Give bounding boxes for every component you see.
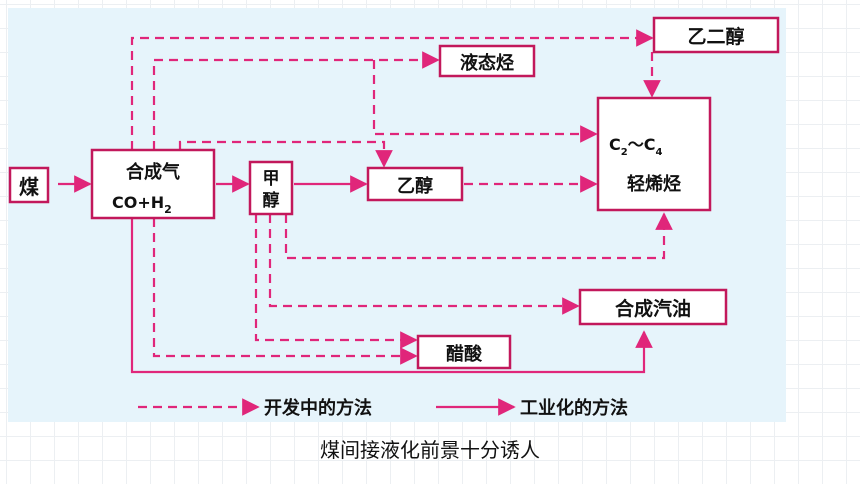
- svg-text:醇: 醇: [263, 190, 280, 211]
- node-ethanol: 乙醇: [366, 166, 464, 202]
- flow-syngas-to-ethylene-glycol: [130, 29, 654, 150]
- node-acetic-acid: 醋酸: [416, 334, 512, 370]
- svg-text:煤: 煤: [19, 175, 39, 199]
- slide-caption: 煤间接液化前景十分诱人: [320, 438, 540, 462]
- svg-text:轻烯烃: 轻烯烃: [627, 173, 681, 195]
- node-methanol: 甲 醇: [248, 160, 294, 216]
- svg-text:甲: 甲: [263, 169, 280, 189]
- flow-syngas-to-acetic-acid: [152, 218, 418, 365]
- syngas-formula: CO+H2: [112, 193, 172, 216]
- legend-dashed-label: 开发中的方法: [264, 397, 372, 419]
- node-coal: 煤: [8, 166, 50, 204]
- olefin-carbon-range: C2～C4: [609, 135, 662, 158]
- flow-syngas-to-liquid-hydrocarbon: [152, 51, 440, 150]
- node-ethylene-glycol: 乙二醇: [652, 16, 780, 54]
- legend-solid-label: 工业化的方法: [520, 397, 628, 419]
- node-light-olefin: C2～C4 轻烯烃: [596, 96, 712, 212]
- node-syngas: 合成气 CO+H2: [90, 148, 216, 220]
- node-synthetic-gasoline: 合成汽油: [578, 288, 728, 326]
- svg-text:醋酸: 醋酸: [446, 343, 483, 365]
- svg-text:乙二醇: 乙二醇: [687, 25, 744, 48]
- flow-syngas-to-gasoline: [130, 218, 653, 374]
- flow-methanol-to-olefin: [284, 212, 673, 260]
- svg-text:乙醇: 乙醇: [397, 175, 433, 197]
- flow-syngas-to-ethanol: [178, 140, 393, 168]
- svg-text:合成气: 合成气: [126, 161, 180, 183]
- svg-text:液态烃: 液态烃: [460, 52, 514, 74]
- flow-methanol-to-gasoline: [268, 214, 580, 315]
- node-liquid-hydrocarbon: 液态烃: [438, 44, 536, 78]
- flow-methanol-to-acetic-acid: [254, 214, 418, 349]
- svg-text:合成汽油: 合成汽油: [615, 297, 691, 320]
